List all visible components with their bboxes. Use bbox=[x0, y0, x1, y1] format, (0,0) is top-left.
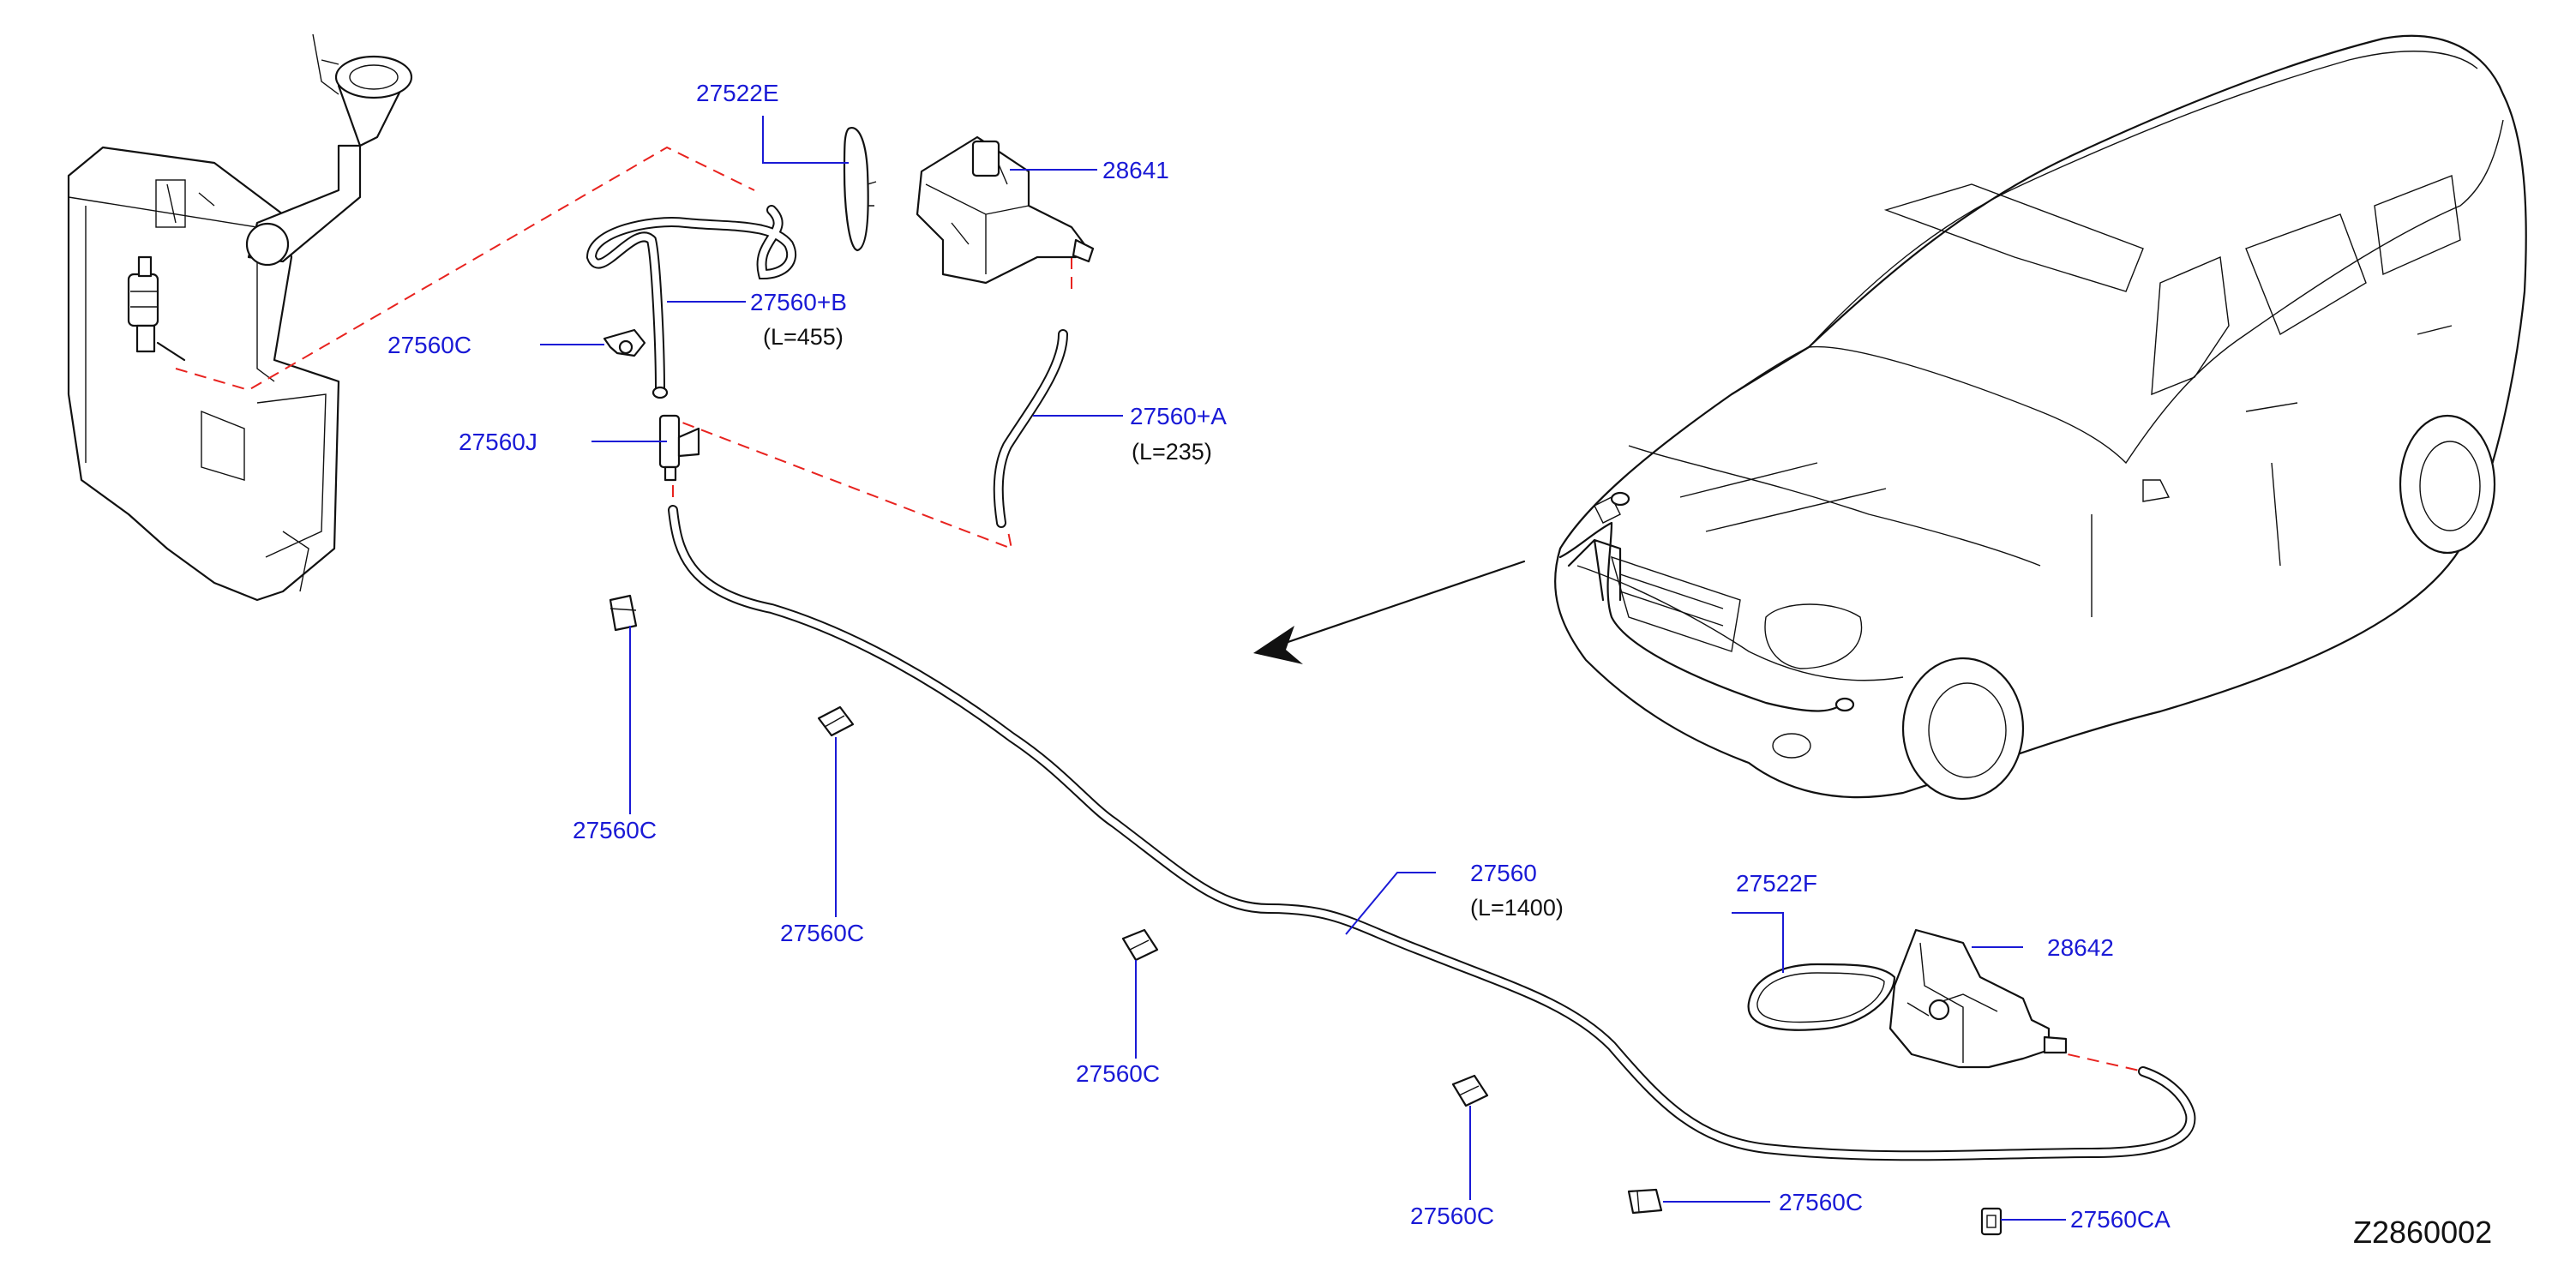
length-27560: (L=1400) bbox=[1470, 895, 1564, 921]
label-27522e[interactable]: 27522E bbox=[696, 80, 779, 106]
clip-27560c-d bbox=[1121, 928, 1159, 962]
leader-lines bbox=[540, 116, 2066, 1221]
label-27560c-e[interactable]: 27560C bbox=[1410, 1203, 1494, 1229]
clip-27560c-a bbox=[603, 328, 646, 357]
label-28641[interactable]: 28641 bbox=[1102, 157, 1169, 183]
hose-27560-b bbox=[585, 205, 797, 395]
label-27560c-a[interactable]: 27560C bbox=[387, 332, 471, 358]
cap-27522f bbox=[1747, 963, 1896, 1031]
label-27560c-b[interactable]: 27560C bbox=[573, 817, 657, 843]
nozzle-28642 bbox=[1888, 928, 2068, 1069]
label-27560c-f[interactable]: 27560C bbox=[1779, 1189, 1863, 1215]
vehicle-outline bbox=[1554, 34, 2527, 801]
cap-27522e bbox=[843, 126, 877, 252]
hose-27560-main bbox=[668, 505, 2196, 1161]
diagram-code: Z2860002 bbox=[2353, 1215, 2492, 1250]
washer-filler-neck bbox=[245, 33, 413, 267]
clip-27560c-b bbox=[609, 594, 638, 632]
label-27560-b[interactable]: 27560+B bbox=[750, 289, 847, 315]
length-27560-b: (L=455) bbox=[763, 324, 844, 350]
pointer-arrow bbox=[1253, 560, 1526, 664]
label-27560ca[interactable]: 27560CA bbox=[2070, 1206, 2171, 1233]
clip-27560c-f bbox=[1627, 1188, 1663, 1215]
label-27560c-d[interactable]: 27560C bbox=[1076, 1060, 1160, 1087]
clip-27560c-e bbox=[1451, 1074, 1489, 1107]
label-27560j[interactable]: 27560J bbox=[459, 429, 537, 455]
clip-27560ca bbox=[1980, 1207, 2003, 1236]
label-27522f[interactable]: 27522F bbox=[1736, 870, 1817, 897]
clip-27560c-c bbox=[817, 705, 855, 737]
hose-27560-a bbox=[993, 329, 1068, 528]
length-27560-a: (L=235) bbox=[1132, 439, 1212, 465]
label-27560[interactable]: 27560 bbox=[1470, 860, 1537, 886]
label-28642[interactable]: 28642 bbox=[2047, 934, 2114, 961]
part-labels: 27522E 28641 27560+B (L=455) 27560C 2756… bbox=[387, 80, 2492, 1250]
vehicle-washer-highlight bbox=[1558, 491, 1855, 712]
label-27560c-c[interactable]: 27560C bbox=[780, 920, 864, 946]
label-27560-a[interactable]: 27560+A bbox=[1130, 403, 1227, 429]
washer-pump bbox=[127, 255, 186, 362]
nozzle-28641 bbox=[916, 135, 1095, 285]
joint-27560j bbox=[652, 386, 700, 482]
